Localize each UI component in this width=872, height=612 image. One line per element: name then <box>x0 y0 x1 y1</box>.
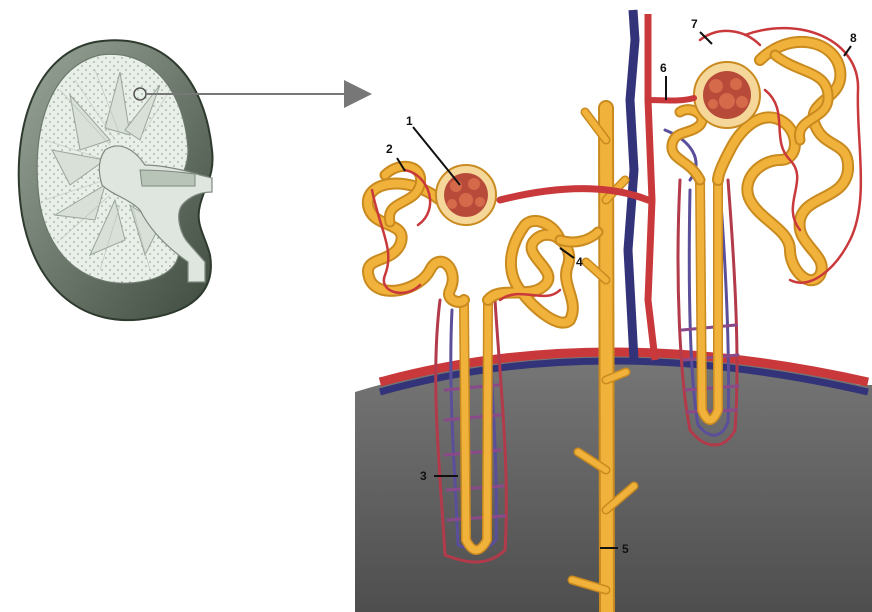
interlobular-vein <box>628 10 635 360</box>
glomerulus-right <box>694 62 760 128</box>
label-3: 3 <box>420 469 427 483</box>
afferent-arteriole-left <box>500 189 648 200</box>
afferent-arteriole-right <box>648 98 694 101</box>
interlobular-artery <box>648 14 655 360</box>
distal-convoluted-tubule <box>488 221 598 323</box>
label-1: 1 <box>406 114 413 128</box>
label-6: 6 <box>660 61 667 75</box>
label-4: 4 <box>576 255 583 269</box>
nephron-panel: 1 2 3 4 5 6 7 8 <box>355 10 872 612</box>
label-5: 5 <box>622 542 629 556</box>
label-7: 7 <box>691 17 698 31</box>
kidney-cross-section <box>19 40 213 320</box>
label-8: 8 <box>850 31 857 45</box>
label-2: 2 <box>386 142 393 156</box>
glomerulus-left <box>436 165 496 225</box>
